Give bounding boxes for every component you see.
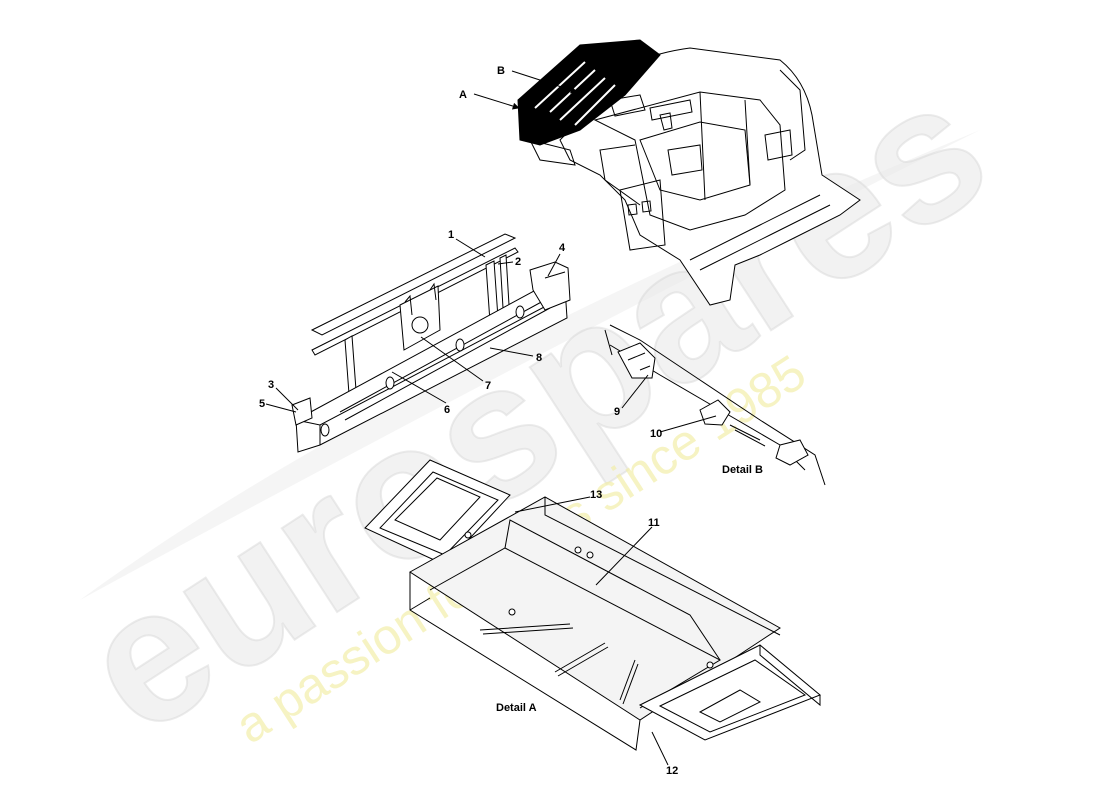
callout-2: 2 [515,256,521,268]
view-b-arrow [511,70,578,94]
callout-12: 12 [666,765,678,777]
callout-6: 6 [444,404,450,416]
body-shell [559,47,861,306]
callout-1: 1 [448,229,454,241]
callout-10: 10 [650,428,662,440]
detail-a [364,459,821,751]
callout-8: 8 [536,352,542,364]
callout-11: 11 [648,517,660,529]
view-label-b: B [497,65,505,77]
view-a-arrow [473,93,520,110]
callout-13: 13 [590,489,602,501]
callout-3: 3 [268,379,274,391]
detail-b-caption: Detail B [722,464,763,476]
view-label-a: A [459,89,467,101]
callouts: 1 2 3 4 5 6 7 8 9 10 11 12 13 [259,229,678,777]
callout-5: 5 [259,398,265,410]
detail-a-caption: Detail A [496,702,537,714]
leader-lines [265,238,717,766]
callout-4: 4 [559,242,566,254]
callout-9: 9 [614,406,620,418]
callout-7: 7 [485,380,491,392]
detail-b [604,324,826,486]
crossmember-assembly [291,233,571,453]
